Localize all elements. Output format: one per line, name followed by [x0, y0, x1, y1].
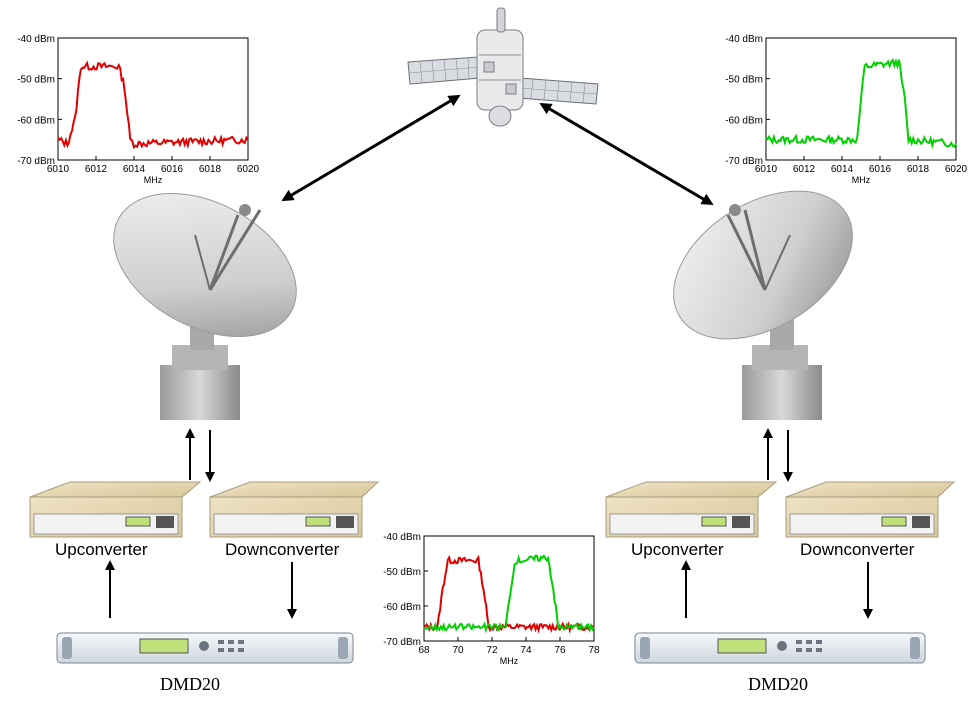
y-tick-label: -40 dBm: [17, 34, 55, 45]
x-tick-label: 6012: [793, 164, 816, 175]
x-axis-label: MHz: [144, 175, 163, 185]
x-axis-label: MHz: [852, 175, 871, 185]
x-tick-label: 6012: [85, 164, 108, 175]
rack-converter-icon: [29, 481, 202, 538]
x-tick-label: 6018: [907, 164, 930, 175]
x-tick-label: 78: [588, 645, 600, 656]
plot-frame: [423, 535, 595, 642]
x-tick-label: 74: [520, 645, 532, 656]
y-tick-label: -40 dBm: [383, 532, 421, 543]
uplink-arrow-right: [539, 102, 714, 206]
rack-converter-icon: [209, 481, 380, 538]
x-tick-label: 70: [452, 645, 464, 656]
y-tick-label: -50 dBm: [383, 567, 421, 578]
modem-icon: [56, 632, 354, 664]
satellite-icon: [407, 7, 599, 127]
x-tick-label: 76: [554, 645, 566, 656]
x-tick-label: 6016: [869, 164, 892, 175]
spectrum-series: [765, 57, 957, 150]
x-tick-label: 6020: [237, 164, 260, 175]
x-tick-label: 6014: [123, 164, 146, 175]
y-tick-label: -70 dBm: [383, 637, 421, 648]
x-tick-label: 6018: [199, 164, 222, 175]
upconverter-label: Upconverter: [55, 540, 148, 559]
spectrum-series: [57, 60, 249, 150]
y-tick-label: -60 dBm: [725, 115, 763, 126]
x-tick-label: 6010: [47, 164, 70, 175]
dish-antenna-icon: [673, 190, 853, 420]
y-tick-label: -60 dBm: [17, 115, 55, 126]
y-tick-label: -50 dBm: [17, 75, 55, 86]
x-tick-label: 6016: [161, 164, 184, 175]
x-tick-label: 68: [418, 645, 430, 656]
x-axis-label: MHz: [500, 656, 519, 666]
y-tick-label: -70 dBm: [17, 156, 55, 167]
modem-label: DMD20: [160, 674, 221, 694]
spectrum-series: [423, 554, 595, 634]
upconverter-label: Upconverter: [631, 540, 724, 559]
x-tick-label: 6014: [831, 164, 854, 175]
rack-converter-icon: [785, 481, 956, 538]
downconverter-label: Downconverter: [800, 540, 915, 559]
x-tick-label: 72: [486, 645, 498, 656]
uplink-arrow-left: [281, 94, 461, 202]
y-tick-label: -60 dBm: [383, 602, 421, 613]
y-tick-label: -40 dBm: [725, 34, 763, 45]
x-tick-label: 6020: [945, 164, 968, 175]
x-tick-label: 6010: [755, 164, 778, 175]
modem-label: DMD20: [748, 674, 809, 694]
downconverter-label: Downconverter: [225, 540, 340, 559]
rack-converter-icon: [605, 481, 778, 538]
modem-icon: [634, 632, 926, 664]
y-tick-label: -50 dBm: [725, 75, 763, 86]
y-tick-label: -70 dBm: [725, 156, 763, 167]
dish-antenna-icon: [113, 192, 297, 420]
